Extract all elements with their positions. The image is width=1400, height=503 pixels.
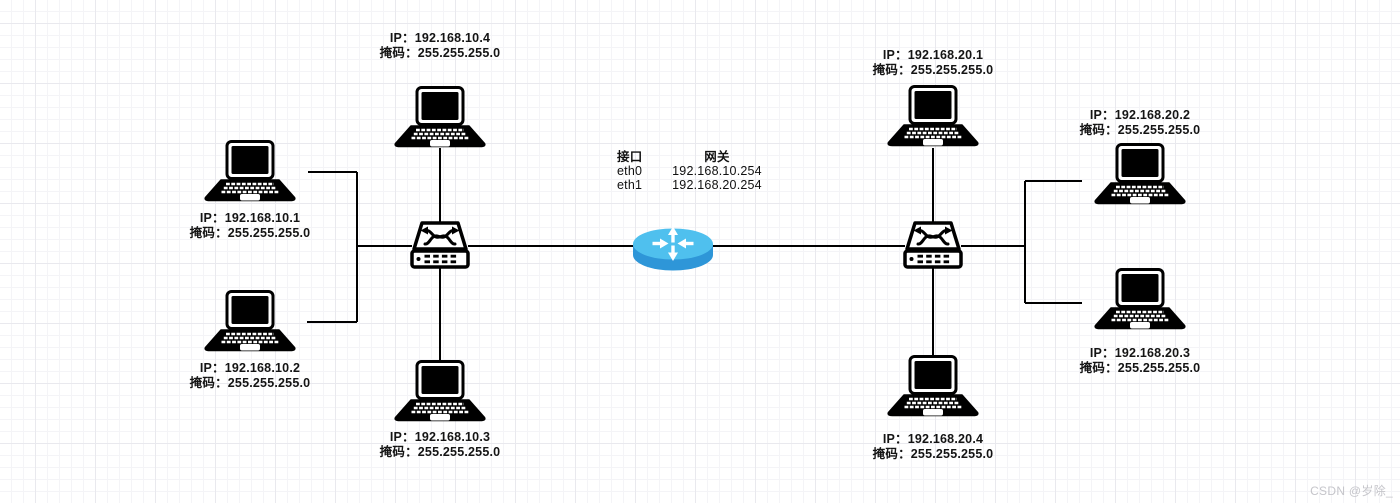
csdn-watermark: CSDN @岁除_ xyxy=(1310,484,1393,498)
host-mask-label: 掩码：255.255.255.0 xyxy=(872,447,994,461)
host-mask-label: 掩码：255.255.255.0 xyxy=(379,46,501,60)
host-label-20-1: IP：192.168.20.1 掩码：255.255.255.0 xyxy=(848,48,1018,78)
host-mask-label: 掩码：255.255.255.0 xyxy=(189,376,311,390)
host-ip-label: IP：192.168.20.2 xyxy=(1089,108,1191,122)
host-label-20-4: IP：192.168.20.4 掩码：255.255.255.0 xyxy=(848,432,1018,462)
router-icon xyxy=(631,217,715,275)
host-ip-label: IP：192.168.10.3 xyxy=(389,430,491,444)
laptop-icon xyxy=(390,360,490,424)
host-label-20-2: IP：192.168.20.2 掩码：255.255.255.0 xyxy=(1055,108,1225,138)
gateway-table-header-gateway: 网关 xyxy=(704,150,730,164)
laptop-icon xyxy=(390,86,490,150)
host-ip-label: IP：192.168.10.4 xyxy=(389,31,491,45)
host-mask-label: 掩码：255.255.255.0 xyxy=(872,63,994,77)
host-mask-label: 掩码：255.255.255.0 xyxy=(1079,123,1201,137)
gateway-table: 接口 网关 eth0 192.168.10.254 eth1 192.168.2… xyxy=(617,150,767,192)
switch-icon xyxy=(408,220,472,270)
gateway-row-gateway: 192.168.20.254 xyxy=(672,178,762,192)
host-ip-label: IP：192.168.10.2 xyxy=(199,361,301,375)
switch-icon xyxy=(901,220,965,270)
laptop-icon xyxy=(883,355,983,419)
laptop-icon xyxy=(1090,268,1190,332)
host-mask-label: 掩码：255.255.255.0 xyxy=(1079,361,1201,375)
laptop-icon xyxy=(200,290,300,354)
host-ip-label: IP：192.168.20.1 xyxy=(882,48,984,62)
gateway-table-header-interface: 接口 xyxy=(617,150,643,164)
host-ip-label: IP：192.168.20.3 xyxy=(1089,346,1191,360)
gateway-row-interface: eth0 xyxy=(617,164,643,178)
laptop-icon xyxy=(883,85,983,149)
host-ip-label: IP：192.168.20.4 xyxy=(882,432,984,446)
host-mask-label: 掩码：255.255.255.0 xyxy=(189,226,311,240)
host-label-10-4: IP：192.168.10.4 掩码：255.255.255.0 xyxy=(355,31,525,61)
host-mask-label: 掩码：255.255.255.0 xyxy=(379,445,501,459)
host-label-20-3: IP：192.168.20.3 掩码：255.255.255.0 xyxy=(1055,346,1225,376)
laptop-icon xyxy=(1090,143,1190,207)
host-label-10-1: IP：192.168.10.1 掩码：255.255.255.0 xyxy=(165,211,335,241)
host-label-10-3: IP：192.168.10.3 掩码：255.255.255.0 xyxy=(355,430,525,460)
laptop-icon xyxy=(200,140,300,204)
host-ip-label: IP：192.168.10.1 xyxy=(199,211,301,225)
gateway-row-gateway: 192.168.10.254 xyxy=(672,164,762,178)
gateway-row-interface: eth1 xyxy=(617,178,643,192)
host-label-10-2: IP：192.168.10.2 掩码：255.255.255.0 xyxy=(165,361,335,391)
